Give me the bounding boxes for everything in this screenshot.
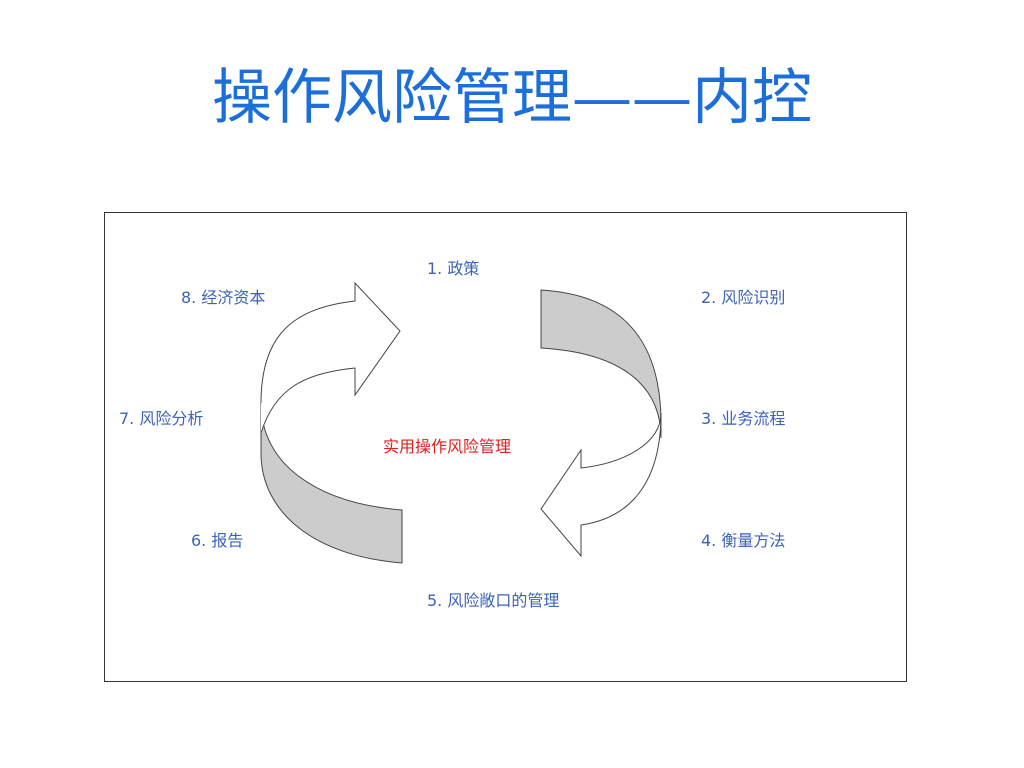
step-7-label: 7. 风险分析 [119,409,204,428]
cycle-diagram-frame: 实用操作风险管理 1. 政策 2. 风险识别 3. 业务流程 4. 衡量方法 5… [104,212,907,682]
step-2-label: 2. 风险识别 [701,288,786,307]
step-5-label: 5. 风险敞口的管理 [427,591,560,610]
step-8-label: 8. 经济资本 [181,288,266,307]
slide-title: 操作风险管理——内控 [212,63,812,133]
step-1-label: 1. 政策 [427,259,480,278]
cycle-arrows [260,281,662,564]
right-arrow-body [540,412,662,558]
center-label: 实用操作风险管理 [383,437,512,456]
left-arrow-band-shaded [260,402,403,564]
right-arrow-band-shaded [540,289,662,439]
left-arrow-body [260,281,401,434]
step-6-label: 6. 报告 [191,531,244,550]
step-3-label: 3. 业务流程 [701,409,786,428]
right-cycle-arrow [540,289,662,558]
left-cycle-arrow [260,281,403,564]
step-4-label: 4. 衡量方法 [701,531,786,550]
